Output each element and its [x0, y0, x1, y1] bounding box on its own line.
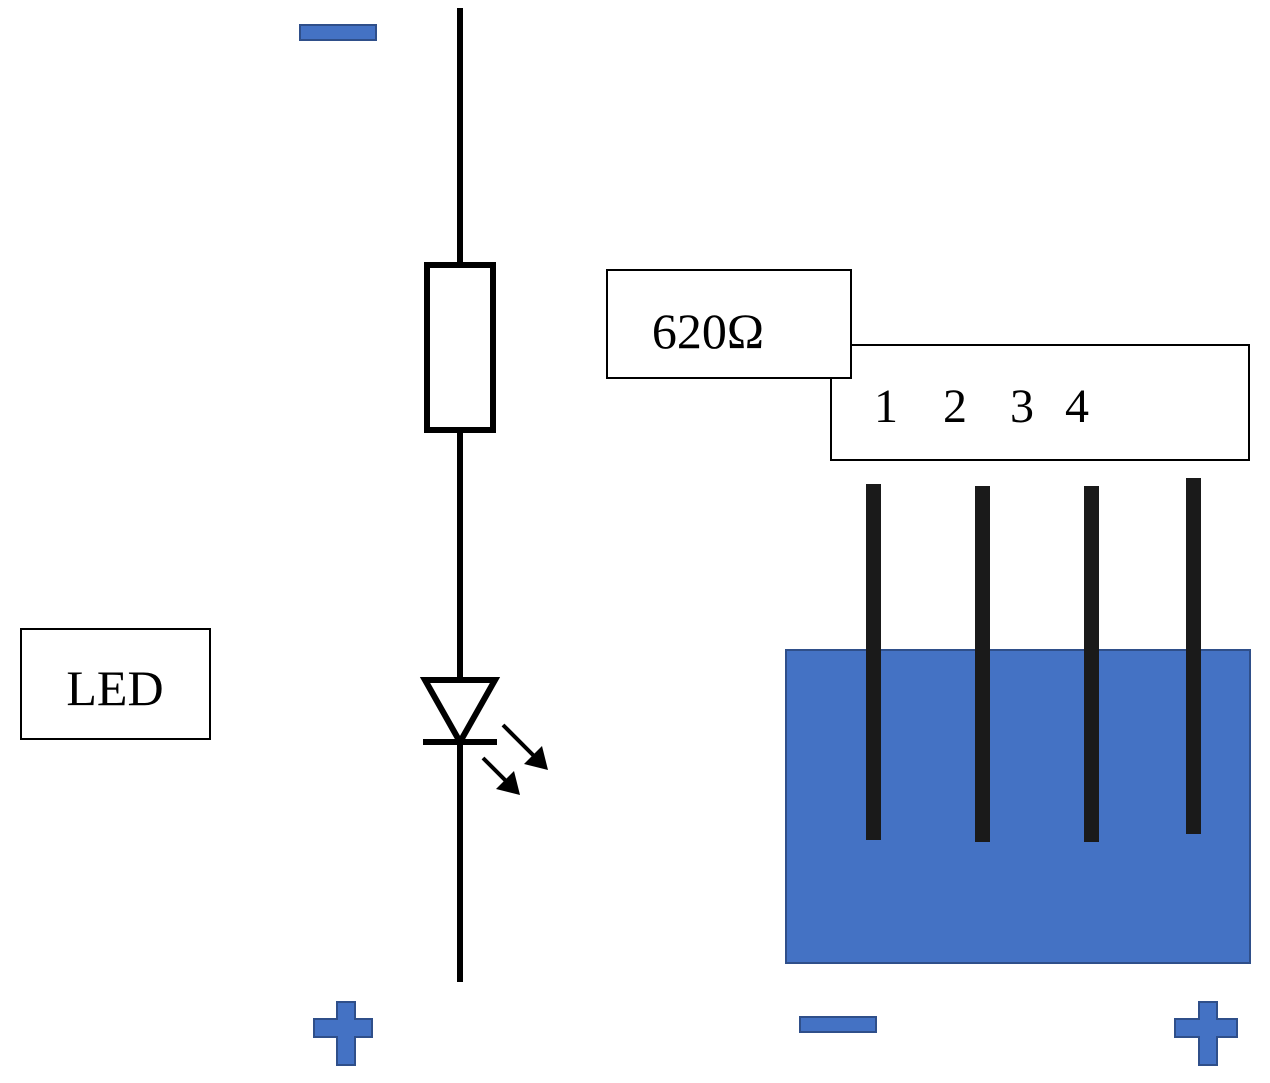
minus-sign-icon [799, 1016, 877, 1033]
resistance-label: 620Ω [652, 303, 764, 359]
resistance-label-box [606, 269, 852, 379]
electrode-3 [1084, 486, 1099, 842]
electrode-number-box [830, 344, 1250, 461]
plus-sign-icon [1174, 1001, 1238, 1066]
led-label: LED [66, 660, 163, 716]
electrode-1 [866, 484, 881, 840]
plus-sign-icon [313, 1001, 373, 1066]
led-symbol-icon [419, 677, 548, 795]
minus-sign-icon [299, 24, 377, 41]
liquid-container [785, 649, 1251, 964]
resistor-symbol-icon [424, 262, 496, 433]
electrode-number-3: 3 [1010, 380, 1034, 433]
electrode-2 [975, 486, 990, 842]
electrode-number-1: 1 [874, 380, 898, 433]
electrode-4 [1186, 478, 1201, 834]
led-label-box [20, 628, 211, 740]
electrode-number-2: 2 [943, 380, 967, 433]
electrode-number-4: 4 [1065, 380, 1089, 433]
